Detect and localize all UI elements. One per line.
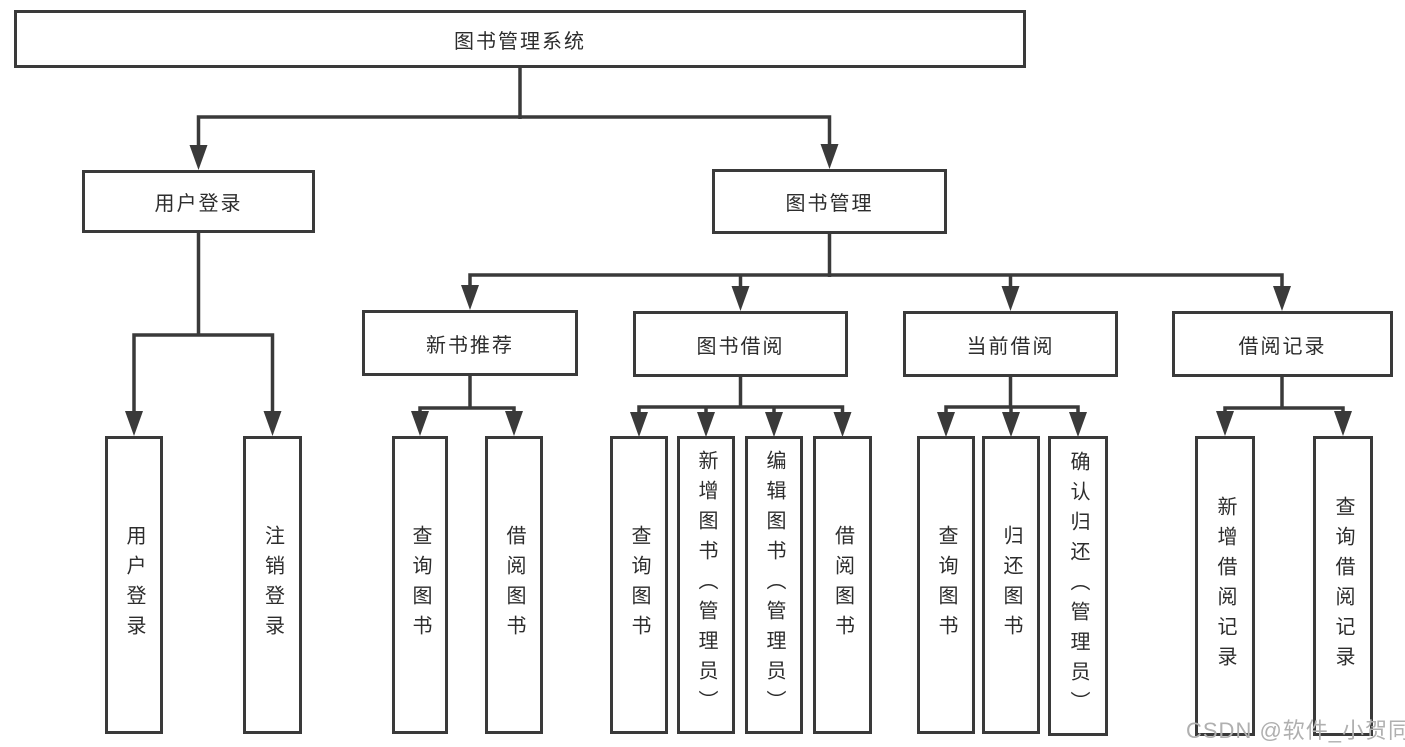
node-leaf-borrow-books-recommend: 借阅图书 xyxy=(485,436,543,734)
node-leaf-query-books-borrow: 查询图书 xyxy=(610,436,668,734)
leaf-label: 注销登录 xyxy=(261,525,284,645)
node-current-borrow-label: 当前借阅 xyxy=(966,335,1055,358)
node-leaf-logout: 注销登录 xyxy=(243,436,302,734)
node-leaf-borrow-books: 借阅图书 xyxy=(813,436,872,734)
leaf-label: 编辑图书（管理员） xyxy=(763,450,785,720)
node-leaf-user-login: 用户登录 xyxy=(105,436,163,734)
node-book-management: 图书管理 xyxy=(712,169,947,234)
node-leaf-edit-book-admin: 编辑图书（管理员） xyxy=(745,436,803,734)
arrowheads xyxy=(125,144,1352,437)
node-new-book-recommend-label: 新书推荐 xyxy=(426,334,514,357)
node-leaf-add-borrow-record: 新增借阅记录 xyxy=(1195,436,1255,736)
leaf-label: 查询图书 xyxy=(628,525,650,645)
node-user-login: 用户登录 xyxy=(82,170,315,233)
node-borrow-records: 借阅记录 xyxy=(1172,311,1393,377)
node-leaf-confirm-return-admin: 确认归还（管理员） xyxy=(1048,436,1108,736)
node-leaf-query-books-current: 查询图书 xyxy=(917,436,975,734)
node-book-borrow-label: 图书借阅 xyxy=(696,335,785,358)
node-book-management-label: 图书管理 xyxy=(785,193,874,215)
leaf-label: 查询图书 xyxy=(935,525,957,645)
watermark: CSDN @软件_小贺同学 xyxy=(1186,718,1405,743)
node-leaf-add-book-admin: 新增图书（管理员） xyxy=(677,436,735,734)
node-new-book-recommend: 新书推荐 xyxy=(362,310,578,376)
node-leaf-query-borrow-record: 查询借阅记录 xyxy=(1313,436,1373,736)
node-root-label: 图书管理系统 xyxy=(454,30,586,53)
leaf-label: 归还图书 xyxy=(1000,525,1022,645)
node-borrow-records-label: 借阅记录 xyxy=(1238,335,1327,358)
leaf-label: 借阅图书 xyxy=(831,525,854,645)
node-leaf-query-books-recommend: 查询图书 xyxy=(392,436,448,734)
leaf-label: 借阅图书 xyxy=(503,525,525,645)
leaf-label: 新增借阅记录 xyxy=(1214,496,1236,676)
node-root: 图书管理系统 xyxy=(14,10,1026,68)
leaf-label: 用户登录 xyxy=(123,525,145,645)
node-user-login-label: 用户登录 xyxy=(154,193,243,215)
leaf-label: 查询借阅记录 xyxy=(1332,496,1354,676)
leaf-label: 新增图书（管理员） xyxy=(695,450,717,720)
node-leaf-return-book: 归还图书 xyxy=(982,436,1040,734)
leaf-label: 查询图书 xyxy=(409,525,431,645)
node-current-borrow: 当前借阅 xyxy=(903,311,1118,377)
node-book-borrow: 图书借阅 xyxy=(633,311,848,377)
leaf-label: 确认归还（管理员） xyxy=(1067,451,1089,721)
